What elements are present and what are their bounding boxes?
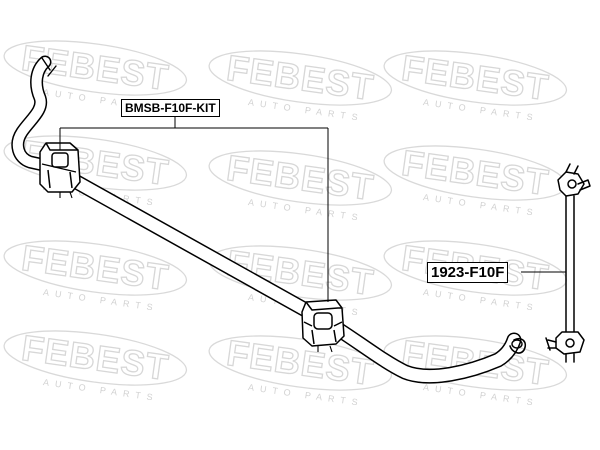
- watermark-brand: FEBEST: [399, 47, 551, 108]
- watermark-oval: [3, 40, 188, 96]
- stabilizer-link: [545, 163, 591, 363]
- part-number-bushing-kit[interactable]: BMSB-F10F-KIT: [121, 99, 220, 117]
- watermark-brand: FEBEST: [224, 47, 376, 108]
- watermark-brand: FEBEST: [19, 327, 171, 388]
- leader-lines-bushing: [59, 112, 329, 302]
- bushing-center: [301, 299, 345, 353]
- watermark-oval: [383, 335, 568, 391]
- watermark-brand: FEBEST: [399, 142, 551, 203]
- watermark-oval: [208, 150, 393, 206]
- watermark-brand: FEBEST: [224, 147, 376, 208]
- bushing-left: [39, 142, 81, 199]
- part-number-stabilizer-link[interactable]: 1923-F10F: [427, 262, 509, 283]
- watermark-brand: FEBEST: [19, 237, 171, 298]
- stabilizer-bar: [11, 55, 527, 384]
- watermark-oval: [3, 240, 188, 296]
- watermark-oval: [3, 330, 188, 386]
